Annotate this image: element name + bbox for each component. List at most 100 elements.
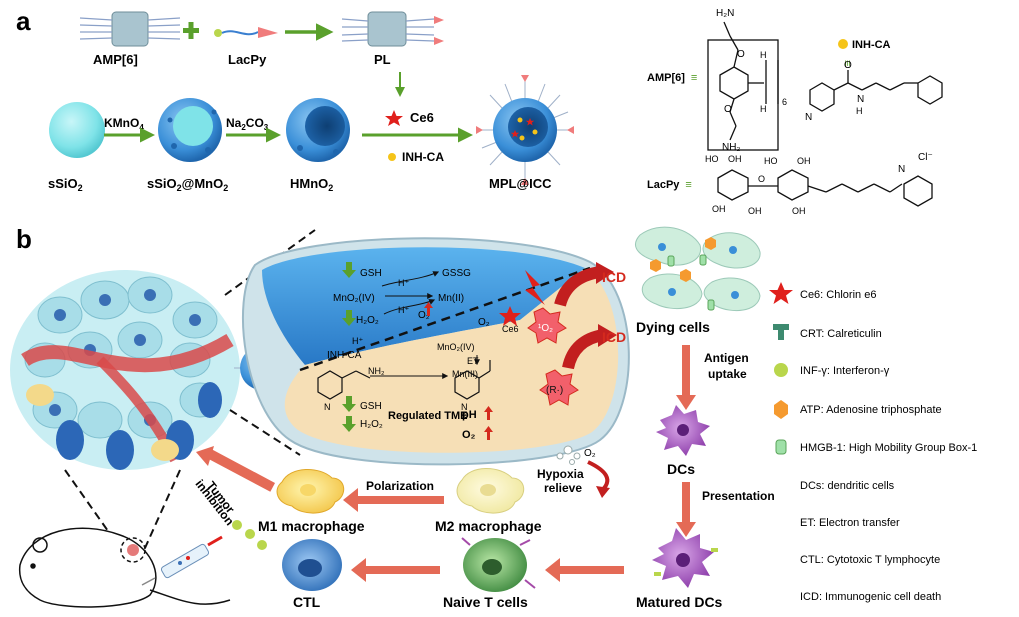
plus-icon [183,22,199,39]
mno2-iv-label: MnO₂(IV) [333,293,375,304]
naive-t-cell-illustration [461,537,536,592]
hypoxia-label: Hypoxia [537,467,584,481]
legend-text-2: INF-γ: Interferon-γ [800,365,890,377]
mpl-icc-particle [476,75,574,185]
lac-oh2: OH [728,154,742,164]
relieve-label: relieve [544,481,582,495]
o2-bubbles [556,445,581,465]
struct-nh2: NH₂ [722,142,740,153]
mouse-illustration [18,527,231,608]
dcs-label: DCs [667,461,695,477]
arrow-naive-to-ctl [351,558,440,582]
gsh-label-1: GSH [360,268,382,279]
icd-label-1: ICD [602,269,626,285]
struct-o1: O [737,49,745,60]
ssio2-mno2-label: sSiO2@MnO2 [147,176,228,193]
inhca-nh: N [857,94,864,105]
struct-h2: H [760,104,767,114]
singlet-o2-label: ¹O₂ [538,323,553,334]
nh2-mol-label: NH₂ [368,366,385,376]
n1-label: N [324,402,331,412]
crt-icon [773,324,789,340]
arrow-dc-to-naive [545,558,624,582]
radical-burst [539,369,579,406]
inhca-tme-label: INH-CA [327,350,362,361]
regulated-tme-label: Regulated TME [388,410,467,422]
et-label: ET [467,356,479,366]
o2-label-4: O₂ [584,448,596,459]
inhca-molecule-tme [317,360,491,400]
n2-label: N [461,402,468,412]
m1-macrophage-illustration [276,468,345,514]
presentation-label: Presentation [702,489,775,503]
amp6-label: AMP[6] [93,52,138,67]
struct-h2n: H₂N [716,8,734,19]
mn-ii-label: Mn(II) [438,293,464,304]
o2-label-1: O₂ [418,310,430,321]
lac-n: N [898,164,905,175]
light-bolt-icon [525,270,545,305]
lac-oh5: OH [797,156,811,166]
lacpy-structure [717,169,933,207]
lac-oh3: OH [712,204,726,214]
h2o2-label-2: H₂O₂ [360,419,383,430]
lac-oh7: OH [792,206,806,216]
matured-dc-illustration [652,528,718,588]
m2-macrophage-illustration [456,468,525,514]
star-icon [769,282,793,304]
lac-oh1: HO [705,154,719,164]
struct-6: 6 [782,97,787,107]
inhca-equiv: ≡ [841,60,853,66]
ce6-tme-star-icon [499,306,521,326]
inhca-legend-label: INH-CA [852,39,891,51]
inhca-label: INH-CA [402,150,444,164]
amp6-structure [707,21,779,151]
pl-label: PL [374,52,391,67]
naive-t-label: Naive T cells [443,594,528,610]
lac-oh6: OH [748,206,762,216]
inhca-o: O [844,60,852,71]
m2-label: M2 macrophage [435,518,542,534]
singlet-o2-burst [527,307,567,344]
arrow-tumor-inhibition [196,446,276,492]
legend-text-0: Ce6: Chlorin e6 [800,289,876,301]
legend-text-4: HMGB-1: High Mobility Group Box-1 [800,442,977,454]
dying-cells-label: Dying cells [636,319,710,335]
capsule-icon [775,439,787,455]
gssg-label: GSSG [442,268,471,279]
icd-arrow-2 [562,324,617,370]
tumor-tissue [10,270,240,470]
syringe-icon [141,535,223,586]
arrow-presentation [676,482,696,537]
inhca-h: H [856,106,863,116]
h2o2-label-1: H₂O₂ [356,315,379,326]
arrow-polarization [343,488,444,512]
struct-h1: H [760,50,767,60]
gsh-label-2: GSH [360,401,382,412]
ce6-star-icon [385,110,403,126]
red-up-arrows [424,302,493,440]
kmno4-label: KMnO4 [104,116,144,132]
panel-a-label: a [16,6,31,36]
lac-cl: Cl⁻ [918,152,933,163]
legend: Ce6: Chlorin e6 CRT: Calreticulin INF-γ:… [769,282,977,603]
pl-molecule-icon [341,11,444,47]
uptake-label: uptake [708,367,747,381]
o2-label-3: O₂ [462,429,476,441]
inf-gamma-dots [232,520,267,550]
inhca-dot-icon [388,153,396,161]
legend-text-8: ICD: Immunogenic cell death [800,591,941,603]
m1-label: M1 macrophage [258,518,365,534]
hplus-label-3: H⁺ [352,336,363,346]
lacpy-label: LacPy [228,52,267,67]
icd-arrow-1 [554,262,614,307]
na2co3-label: Na2CO3 [226,116,269,132]
mpl-icc-label: MPL@ICC [489,176,552,191]
dc-cell-illustration [656,405,710,456]
hexagon-icon [774,400,788,419]
legend-text-5: DCs: dendritic cells [800,480,895,492]
ce6-tme-label: Ce6 [502,324,519,334]
panel-b-label: b [16,224,32,254]
ssio2-label: sSiO2 [48,176,83,193]
amp6-eq-label: AMP[6]≡ [647,72,697,84]
